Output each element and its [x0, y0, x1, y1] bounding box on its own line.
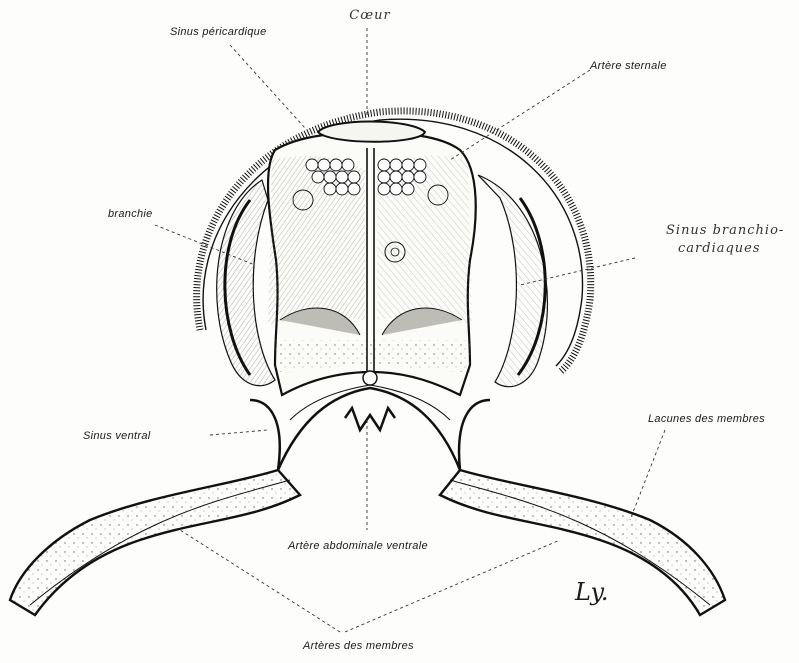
heart: [318, 122, 425, 142]
label-sinus-ventral: Sinus ventral: [83, 430, 151, 442]
thorax-body: [268, 133, 476, 395]
leader-lacunes: [630, 430, 665, 520]
leader-sinus-ventral: [210, 430, 268, 435]
ventral-arch-and-limbs: [10, 385, 725, 615]
label-branchie: branchie: [108, 208, 153, 220]
label-artere-sternale: Artère sternale: [590, 60, 667, 72]
label-sinus-pericardique: Sinus péricardique: [170, 26, 267, 38]
leader-sinus-pericardique: [230, 45, 305, 128]
right-gill: [478, 175, 547, 387]
leader-arteres-membres-right: [345, 540, 560, 632]
label-sinus-branchio-1: Sinus branchio-: [666, 223, 784, 238]
artist-signature: Ly.: [575, 578, 609, 606]
label-arteres-des-membres: Artères des membres: [303, 640, 414, 652]
label-artere-abdominale-ventrale: Artère abdominale ventrale: [288, 540, 428, 552]
label-coeur: Cœur: [335, 8, 405, 23]
label-lacunes-des-membres: Lacunes des membres: [648, 413, 765, 425]
left-gill: [217, 180, 275, 386]
label-sinus-branchio-2: cardiaques: [678, 241, 761, 256]
